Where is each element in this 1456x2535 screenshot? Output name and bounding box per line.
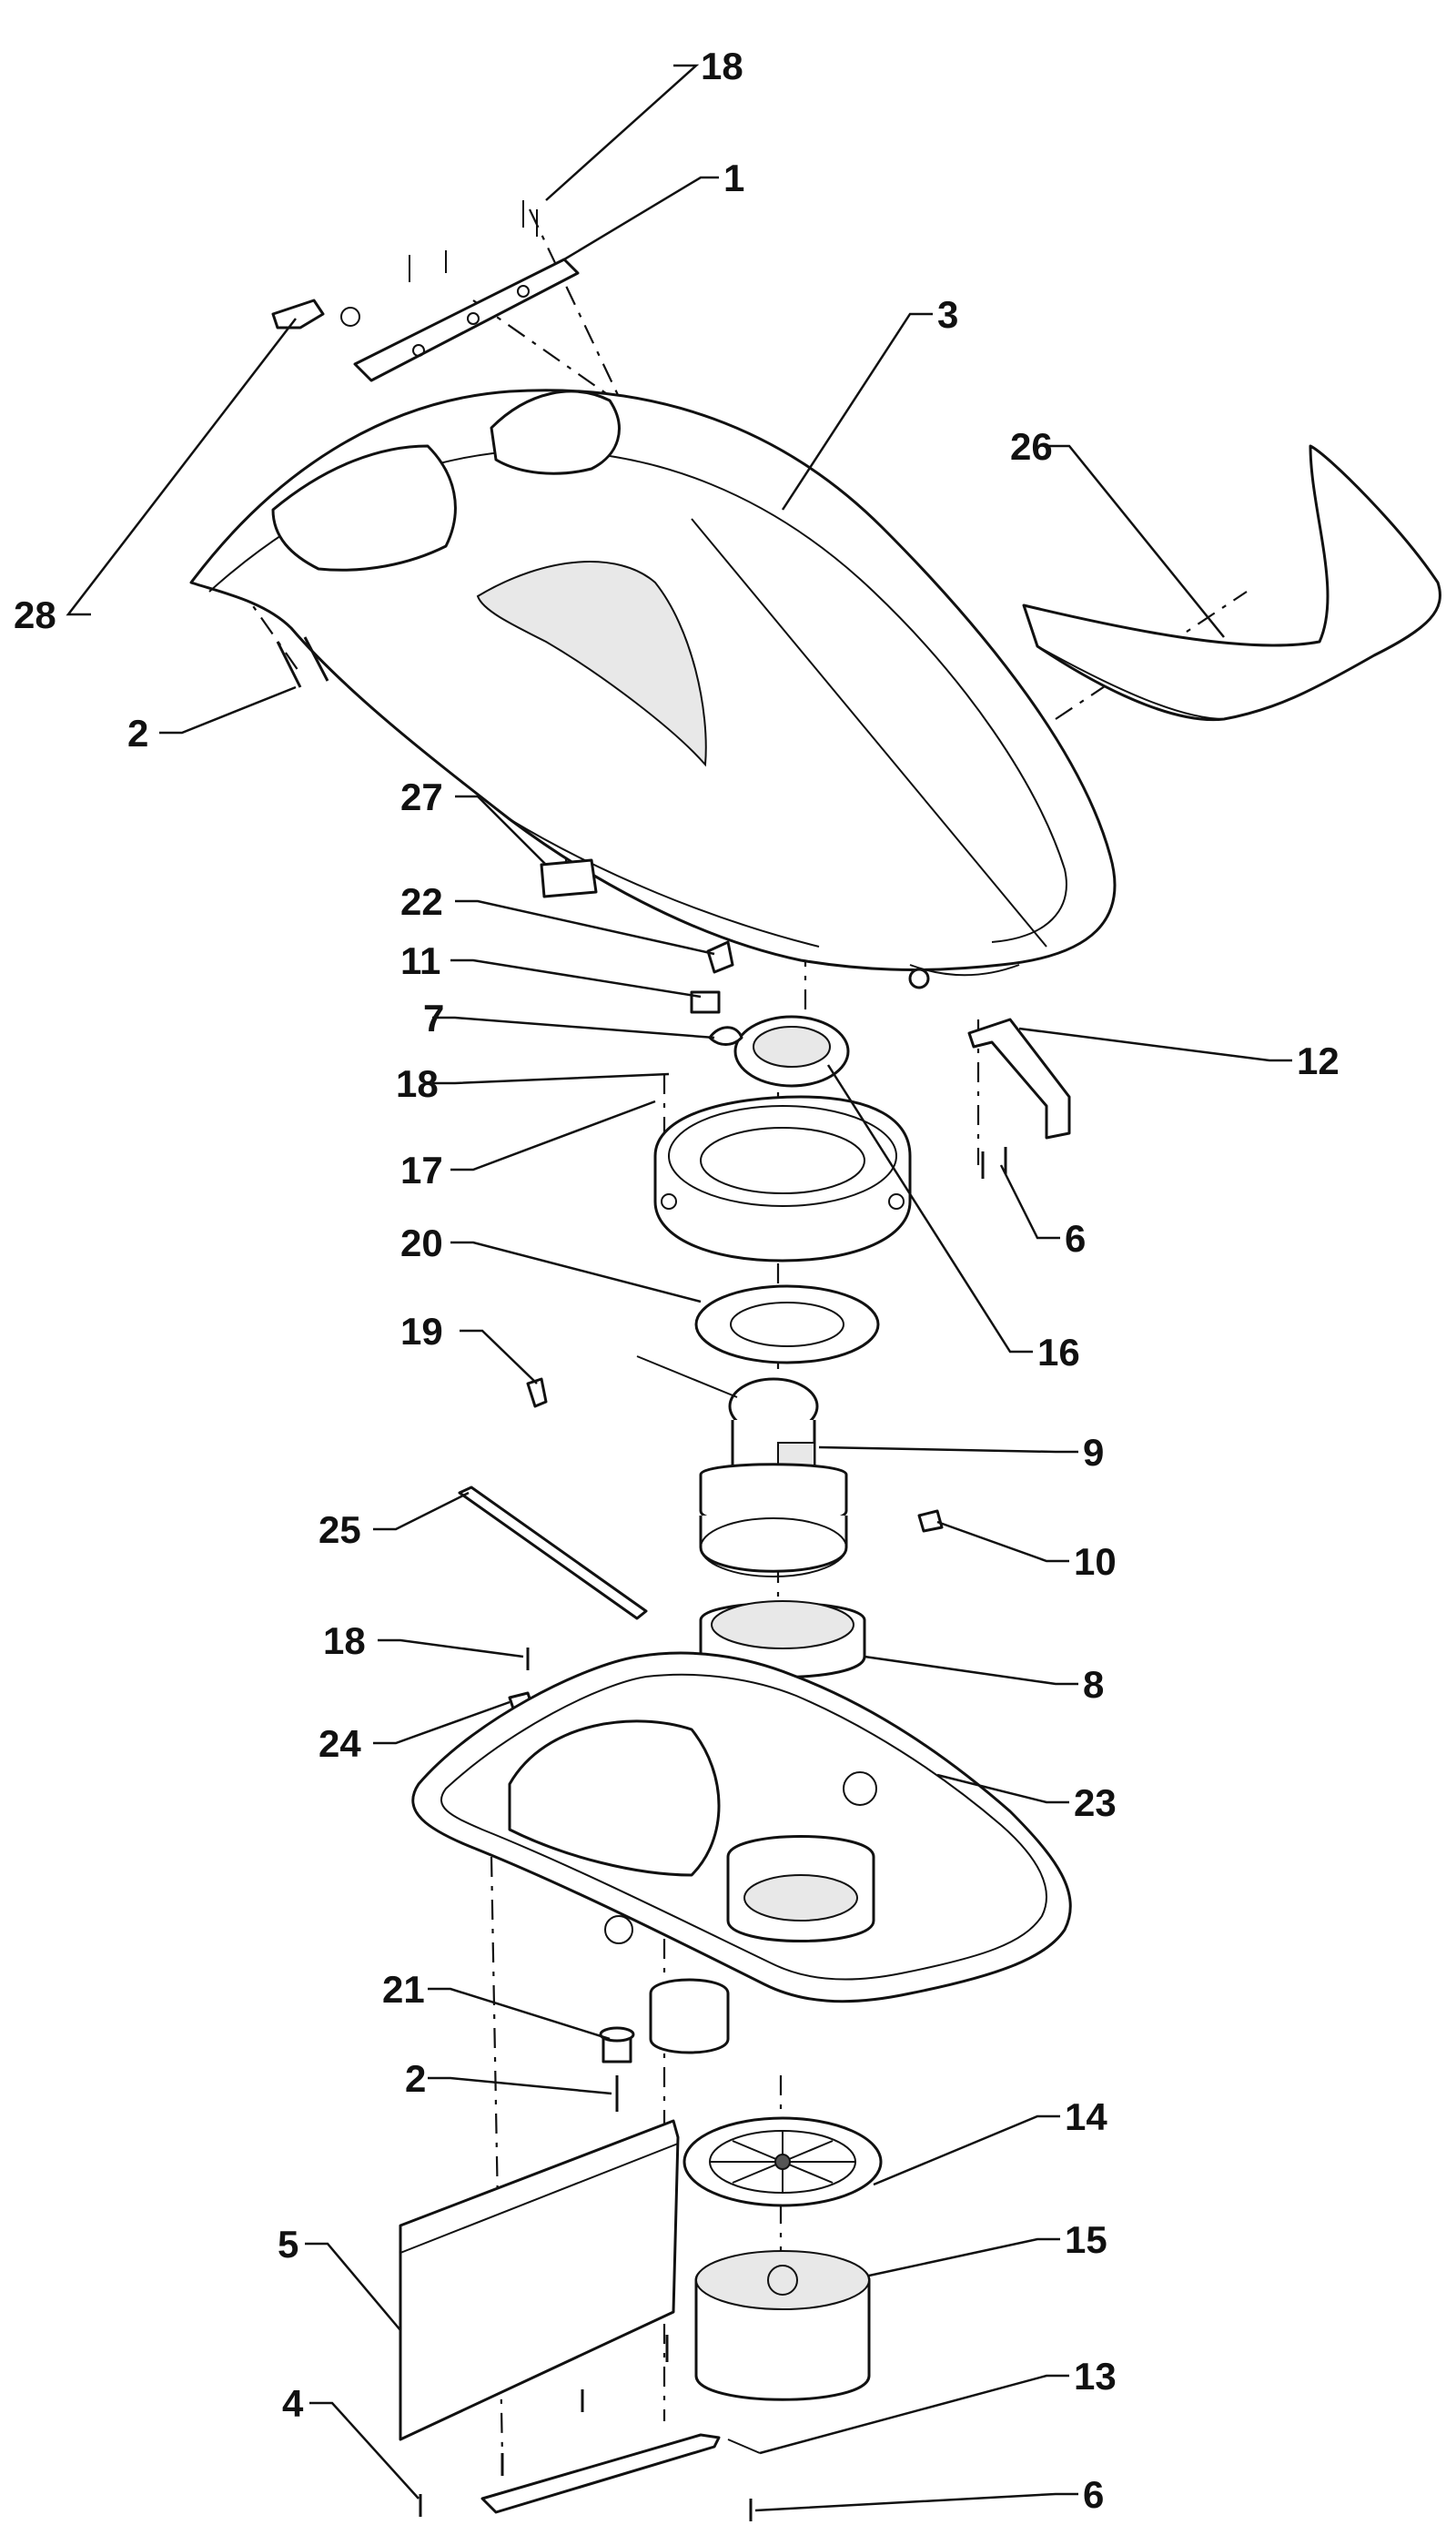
part-25-bar xyxy=(458,1486,648,1620)
part-19-clip xyxy=(526,1377,548,1408)
part-13-rod xyxy=(480,2433,761,2521)
callout-1: 1 xyxy=(723,157,744,199)
callout-16: 16 xyxy=(1037,1331,1080,1374)
callout-24: 24 xyxy=(318,1722,361,1765)
callout-3: 3 xyxy=(937,293,958,336)
part-26-bumper xyxy=(1022,444,1441,722)
leader-lines xyxy=(66,64,1292,2512)
callout-15: 15 xyxy=(1065,2218,1107,2261)
part-12-bracket xyxy=(967,1018,1071,1179)
callout-28: 28 xyxy=(14,593,56,636)
callout-14: 14 xyxy=(1065,2095,1107,2138)
callout-18-top: 18 xyxy=(701,45,743,87)
callout-8: 8 xyxy=(1083,1663,1104,1706)
part-9-motor xyxy=(636,1355,848,1577)
callout-4: 4 xyxy=(282,2382,304,2425)
callout-13: 13 xyxy=(1074,2355,1117,2398)
callout-21: 21 xyxy=(382,1968,425,2011)
part-4-screws xyxy=(419,2335,669,2517)
callout-10: 10 xyxy=(1074,1540,1117,1583)
callout-6-right: 6 xyxy=(1065,1217,1086,1260)
callout-26: 26 xyxy=(1010,425,1053,468)
callout-27: 27 xyxy=(400,776,443,818)
part-14-impeller xyxy=(682,2116,883,2207)
callout-5: 5 xyxy=(278,2223,298,2266)
callout-6-bottom: 6 xyxy=(1083,2473,1104,2516)
callout-18-mid: 18 xyxy=(396,1062,439,1105)
part-16-ring xyxy=(733,1015,850,1088)
callout-2-top: 2 xyxy=(127,712,148,755)
callout-25: 25 xyxy=(318,1508,361,1551)
callout-22: 22 xyxy=(400,880,443,923)
callout-9: 9 xyxy=(1083,1431,1104,1474)
part-7-clip xyxy=(708,1026,743,1046)
callout-20: 20 xyxy=(400,1222,443,1264)
callout-12: 12 xyxy=(1297,1039,1340,1082)
callout-2-lower: 2 xyxy=(405,2057,426,2100)
callout-7: 7 xyxy=(423,997,444,1039)
part-1-top-plate xyxy=(353,200,580,382)
part-5-skirt xyxy=(399,2119,680,2441)
part-21-bushing xyxy=(599,2026,635,2063)
callout-18-lower: 18 xyxy=(323,1619,366,1662)
callout-labels: 18 1 3 26 28 2 27 22 11 7 12 18 17 6 20 … xyxy=(14,45,1340,2516)
part-23-base-frame xyxy=(411,1651,1072,2054)
part-15-brush xyxy=(694,2250,871,2401)
part-27-pad xyxy=(540,858,598,898)
part-10-connector xyxy=(917,1509,944,1533)
part-2-screws-top xyxy=(276,636,329,688)
callout-23: 23 xyxy=(1074,1781,1117,1824)
part-22-connector xyxy=(706,940,734,974)
part-28-latch xyxy=(271,299,360,330)
part-3-hood xyxy=(189,389,1117,989)
callout-19: 19 xyxy=(400,1310,443,1353)
callout-11: 11 xyxy=(400,939,440,982)
part-17-motor-housing xyxy=(653,1095,912,1262)
part-20-gasket xyxy=(694,1284,880,1364)
callout-17: 17 xyxy=(400,1149,443,1191)
